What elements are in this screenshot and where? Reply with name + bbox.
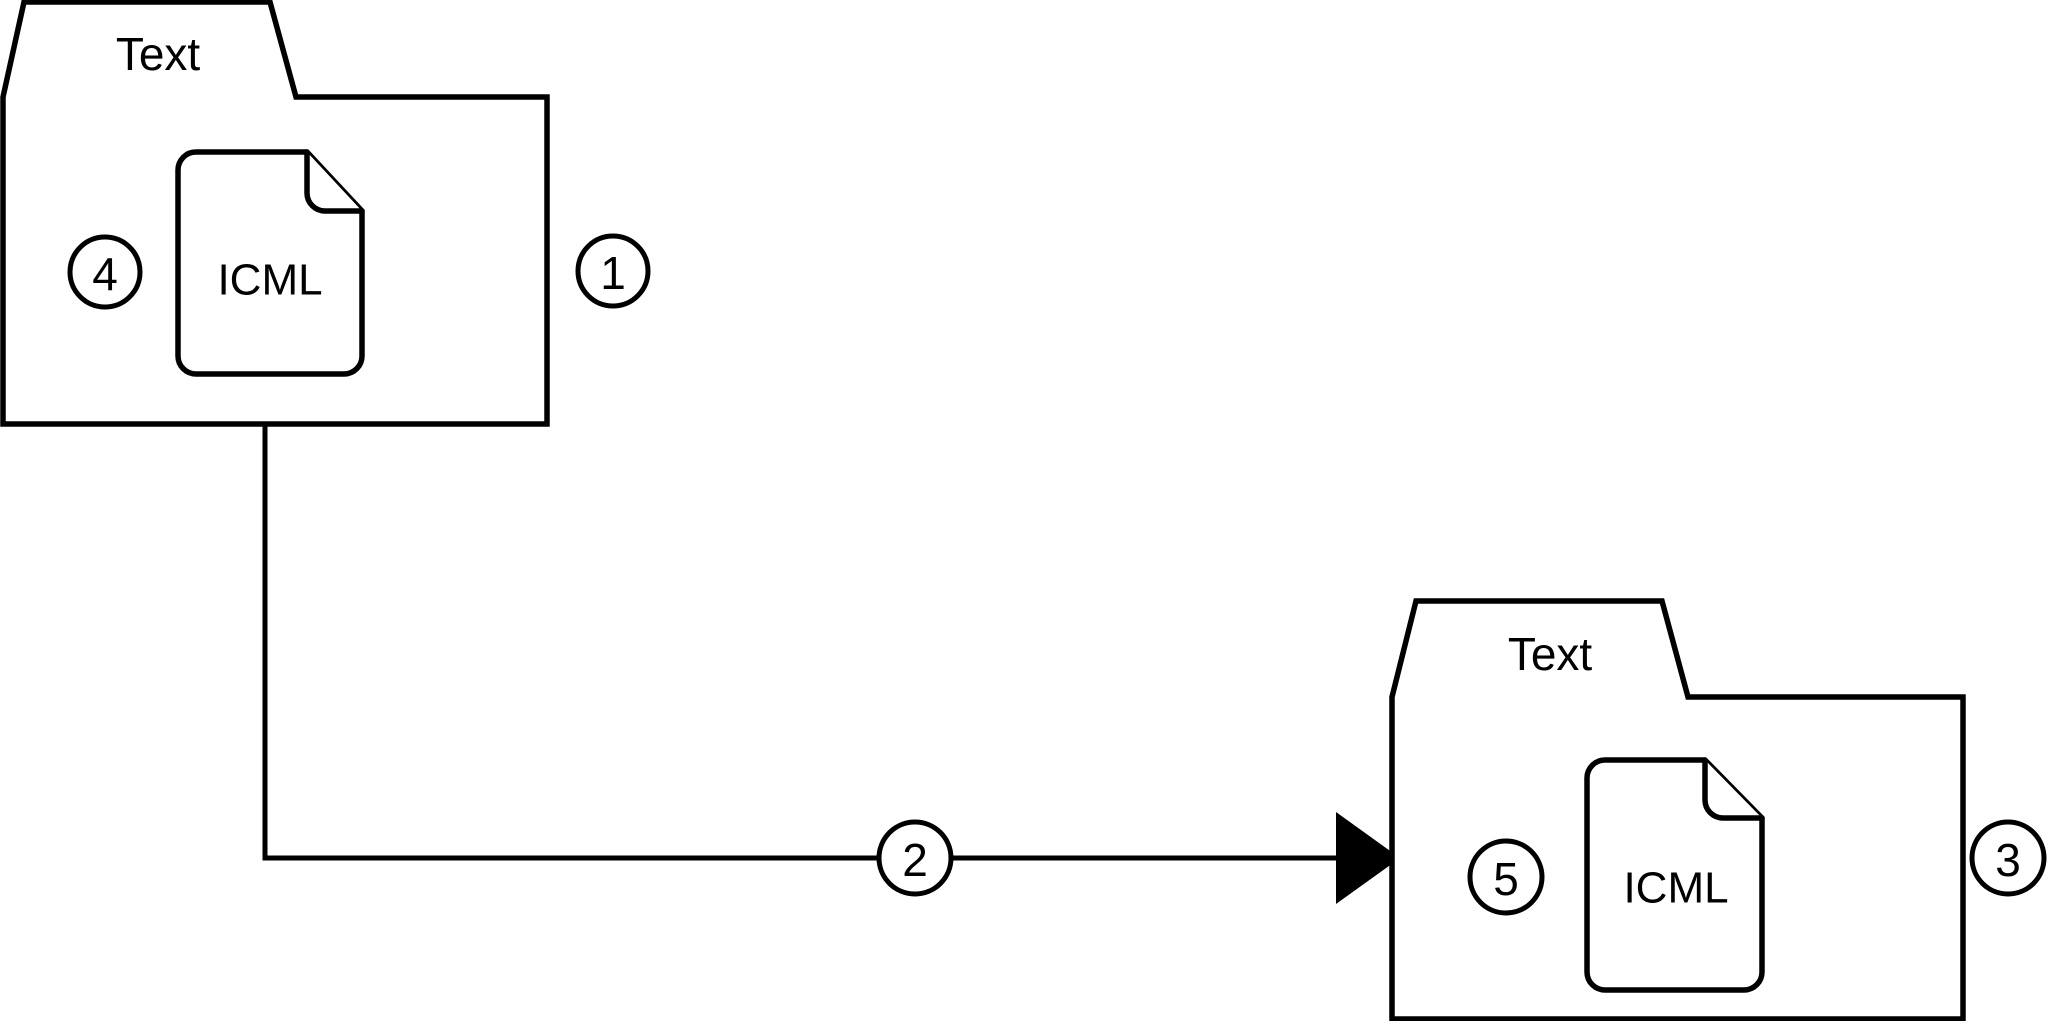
folder-source-label: Text (116, 28, 201, 80)
document-fold-corner-icon (304, 149, 365, 214)
folder-source-document-icon[interactable]: ICML (175, 149, 365, 377)
folder-target-document-icon[interactable]: ICML (1584, 757, 1765, 993)
callout-5-number: 5 (1493, 853, 1519, 905)
callout-4-circle (67, 234, 143, 310)
callout-2-number: 2 (902, 834, 928, 886)
callout-5-circle (1467, 838, 1545, 916)
folder-source[interactable]: Text ICML 4 (0, 0, 550, 427)
callout-2[interactable]: 2 (876, 819, 954, 897)
callout-4[interactable]: 4 (67, 234, 143, 310)
callout-3-number: 3 (1995, 834, 2021, 886)
callout-3-circle (1969, 819, 2047, 897)
callout-1-circle (575, 233, 651, 309)
arrow-head-icon (1336, 812, 1400, 904)
edge-source-to-target[interactable]: 2 (262, 424, 1400, 904)
callout-5[interactable]: 5 (1467, 838, 1545, 916)
folder-target-document-label: ICML (1623, 864, 1728, 913)
callout-2-circle (876, 819, 954, 897)
connector-path (262, 424, 878, 861)
callout-1-number: 1 (600, 247, 626, 299)
callout-3[interactable]: 3 (1969, 819, 2047, 897)
callout-4-number: 4 (92, 248, 118, 300)
callout-1[interactable]: 1 (575, 233, 651, 309)
document-fold-corner-icon (1702, 757, 1765, 821)
folder-target[interactable]: Text ICML 5 (1389, 598, 1966, 1021)
folder-source-document-label: ICML (217, 256, 322, 305)
folder-target-label: Text (1508, 628, 1593, 680)
